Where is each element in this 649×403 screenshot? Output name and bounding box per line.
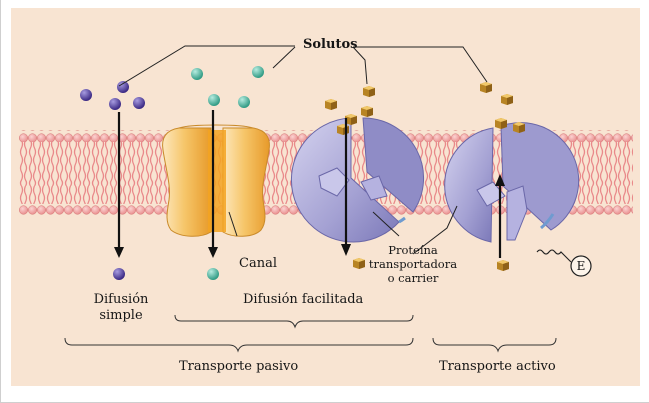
carrier-label-line1: Proteína xyxy=(363,244,463,257)
solutes-pointer-lines xyxy=(119,46,487,86)
solutes-label: Solutos xyxy=(303,37,357,52)
channel-protein xyxy=(163,125,270,236)
carrier-label-line2: transportadora xyxy=(363,258,463,271)
simple-diffusion-label-line2: simple xyxy=(81,308,161,323)
active-transport-label: Transporte activo xyxy=(439,359,556,374)
energy-label: E xyxy=(573,259,589,274)
energy-squiggle xyxy=(537,250,571,262)
channel-label: Canal xyxy=(239,256,277,271)
passive-transport-label: Transporte pasivo xyxy=(179,359,298,374)
facilitated-diffusion-label: Difusión facilitada xyxy=(243,292,363,307)
carrier-label-line3: o carrier xyxy=(363,272,463,285)
simple-diffusion-label-line1: Difusión xyxy=(81,292,161,307)
